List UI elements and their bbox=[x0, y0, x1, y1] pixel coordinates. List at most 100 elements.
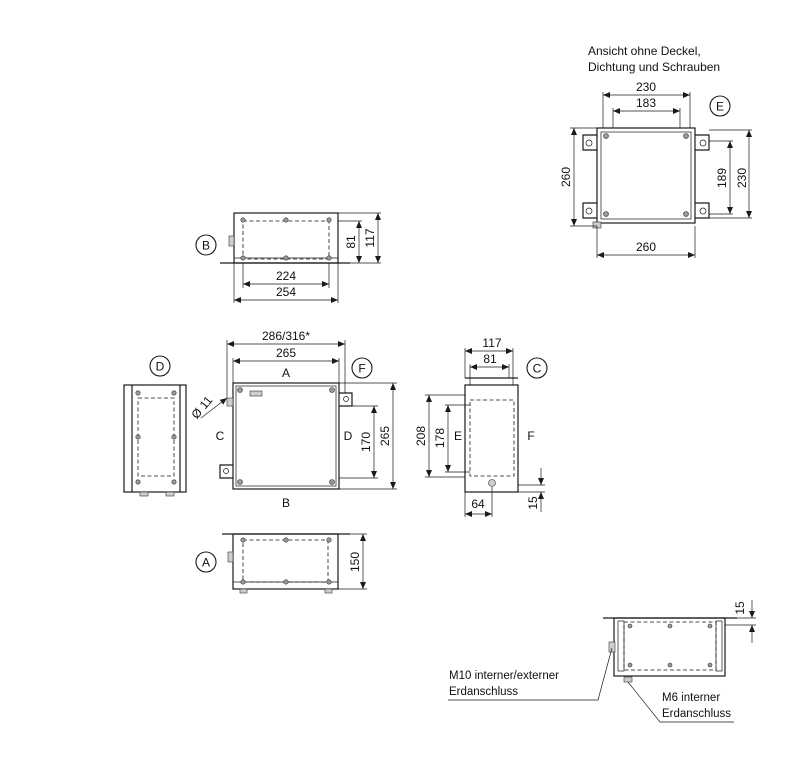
detail-external-stud bbox=[608, 641, 616, 653]
dim-265-right-label: 265 bbox=[378, 426, 392, 446]
callout-internal-line-1: M6 interner bbox=[662, 692, 720, 704]
nameplate bbox=[249, 390, 263, 397]
callout-external-leader bbox=[448, 647, 613, 701]
view-a-foot bbox=[324, 588, 333, 594]
view-a: 150 A bbox=[195, 533, 367, 594]
dim-183-label: 183 bbox=[636, 96, 656, 110]
view-c-face-label-left: E bbox=[454, 429, 462, 443]
view-e: Ansicht ohne Deckel, Dichtung und Schrau… bbox=[559, 44, 752, 258]
dim-64-label: 64 bbox=[471, 497, 485, 511]
view-c-box bbox=[464, 384, 519, 493]
dim-81-c-label: 81 bbox=[483, 352, 497, 366]
view-e-inner bbox=[600, 131, 692, 220]
dim-hole-label: Ø 11 bbox=[188, 393, 215, 421]
view-d-screw bbox=[135, 390, 141, 396]
bracket-hole bbox=[223, 468, 229, 474]
view-a-screw bbox=[326, 579, 332, 585]
view-b-screw bbox=[326, 255, 332, 261]
front-face-label-top: A bbox=[282, 366, 290, 380]
view-d-window bbox=[137, 397, 175, 477]
dim-15-c-label: 15 bbox=[526, 496, 540, 510]
callout-external-line-1: M10 interner/externer bbox=[449, 670, 559, 682]
view-e-bracket-hole bbox=[699, 207, 707, 215]
front-screw bbox=[329, 479, 335, 485]
dim-hole-leader bbox=[200, 397, 228, 419]
dim-150-label: 150 bbox=[348, 552, 362, 572]
front-view: A B C D 286/316* 265 170 265 Ø 11 F bbox=[188, 329, 397, 510]
view-d-marker-label: D bbox=[156, 360, 165, 374]
front-box bbox=[232, 382, 340, 490]
view-d-screw bbox=[135, 434, 141, 440]
detail-wall bbox=[715, 620, 723, 672]
view-a-window bbox=[242, 539, 329, 583]
view-e-bracket-hole bbox=[585, 139, 593, 147]
view-c-window bbox=[469, 399, 515, 477]
view-a-screw bbox=[283, 537, 289, 543]
front-screw bbox=[329, 387, 335, 393]
callout-external-line-2: Erdanschluss bbox=[449, 686, 518, 698]
view-d-screw bbox=[171, 479, 177, 485]
dim-117-label: 117 bbox=[363, 228, 377, 247]
view-d-marker bbox=[149, 355, 171, 377]
view-e-lower-brackets bbox=[582, 202, 710, 219]
dim-230-top-label: 230 bbox=[636, 80, 656, 94]
dim-15-detail-label: 15 bbox=[733, 601, 747, 615]
dim-286-316-label: 286/316* bbox=[262, 329, 310, 343]
view-c-marker-label: C bbox=[533, 362, 542, 376]
view-b-marker-label: B bbox=[202, 239, 210, 253]
dim-224-label: 224 bbox=[276, 269, 296, 283]
view-b-screw bbox=[283, 255, 289, 261]
view-a-marker bbox=[195, 551, 217, 573]
dim-170-label: 170 bbox=[359, 432, 373, 452]
view-e-screw bbox=[603, 133, 609, 139]
view-e-bracket-hole bbox=[585, 207, 593, 215]
view-d-box bbox=[123, 384, 187, 493]
view-a-screw bbox=[240, 579, 246, 585]
detail-screw bbox=[707, 662, 713, 668]
view-b-screw bbox=[326, 217, 332, 223]
view-d-screw bbox=[171, 390, 177, 396]
view-b-screw bbox=[283, 217, 289, 223]
view-e-screw bbox=[683, 133, 689, 139]
dim-265-top-label: 265 bbox=[276, 346, 296, 360]
view-e-note-line-1: Ansicht ohne Deckel, bbox=[588, 44, 701, 58]
view-c-face-label-right: F bbox=[527, 429, 534, 443]
view-d-screw bbox=[171, 434, 177, 440]
dim-230-right-label: 230 bbox=[735, 168, 749, 188]
dim-260-left-label: 260 bbox=[559, 167, 573, 187]
dim-117-c-label: 117 bbox=[482, 336, 501, 350]
view-e-note-line-2: Dichtung und Schrauben bbox=[588, 60, 720, 74]
dim-208-label: 208 bbox=[414, 426, 428, 446]
callout-internal-line-2: Erdanschluss bbox=[662, 708, 731, 720]
callout-internal-leader bbox=[627, 681, 734, 723]
view-e-marker-label: E bbox=[716, 100, 724, 114]
view-d-screw bbox=[135, 479, 141, 485]
view-f-marker-label: F bbox=[358, 362, 365, 376]
view-a-foot bbox=[239, 588, 248, 594]
front-face-label-bottom: B bbox=[282, 496, 290, 510]
view-c: E F 117 81 208 178 64 15 C bbox=[414, 336, 548, 517]
view-b: 81 117 224 254 B bbox=[195, 212, 381, 303]
view-a-ground-stud bbox=[227, 551, 234, 563]
view-a-screw bbox=[283, 579, 289, 585]
view-c-marker bbox=[526, 357, 548, 379]
front-face-label-right: D bbox=[344, 429, 353, 443]
front-screw bbox=[237, 387, 243, 393]
dim-189-label: 189 bbox=[715, 168, 729, 188]
view-d-foot bbox=[165, 491, 175, 497]
view-e-screw bbox=[683, 211, 689, 217]
view-e-marker bbox=[709, 95, 731, 117]
bracket-hole bbox=[343, 396, 349, 402]
view-b-ground-stud bbox=[228, 235, 235, 247]
dim-81-label: 81 bbox=[344, 235, 358, 249]
detail-screw bbox=[627, 623, 633, 629]
view-e-screw bbox=[603, 211, 609, 217]
detail-screw bbox=[667, 662, 673, 668]
view-d-foot bbox=[139, 491, 149, 497]
front-ground-stud bbox=[226, 397, 234, 407]
detail-view: 15 M10 interner/externer Erdanschluss M6… bbox=[448, 600, 756, 723]
view-b-window bbox=[242, 220, 330, 260]
front-face-label-left: C bbox=[216, 429, 225, 443]
detail-screw bbox=[627, 662, 633, 668]
